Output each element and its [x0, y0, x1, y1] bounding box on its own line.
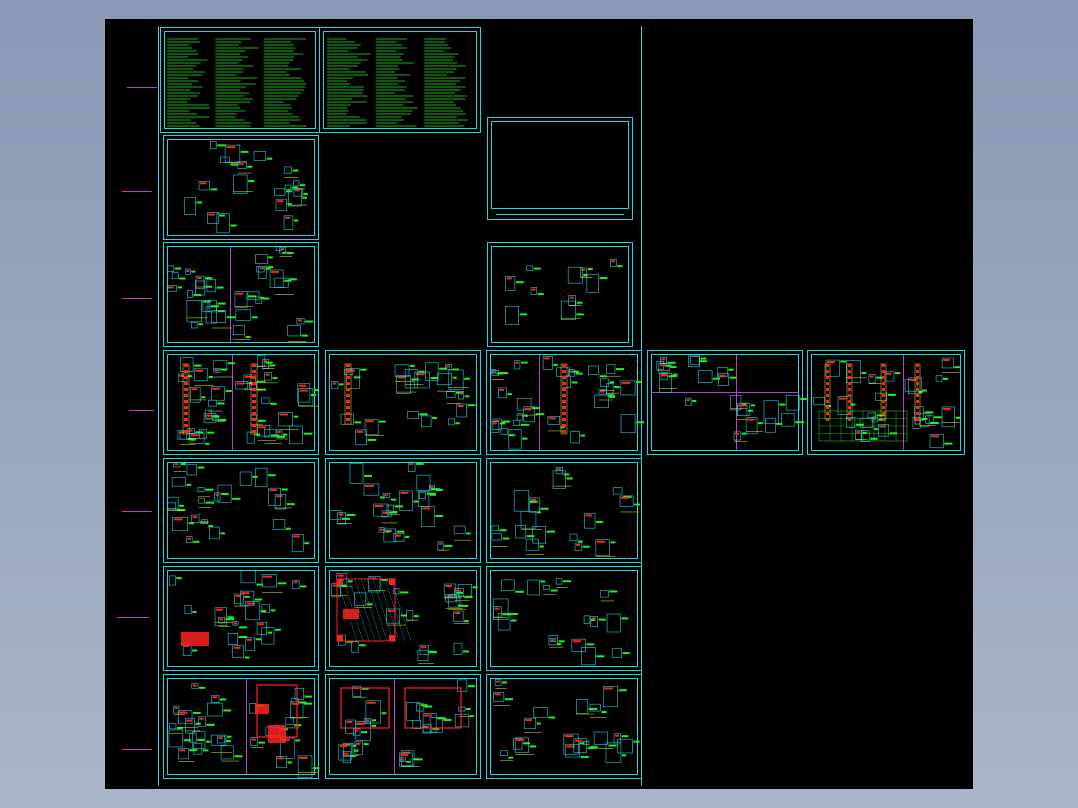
row-label-6: [117, 617, 149, 618]
row-label-5: [122, 511, 152, 512]
sheet-stair-details[interactable]: [486, 566, 642, 671]
sheet-beam-details[interactable]: [487, 242, 633, 347]
sheet-wall-details-2[interactable]: [325, 674, 481, 779]
sheet-general-notes-2[interactable]: [319, 27, 481, 133]
row-label-1: [127, 87, 157, 88]
row-label-7: [122, 749, 152, 750]
row-label-2: [122, 191, 152, 192]
left-guide-line: [158, 26, 159, 786]
sheet-slab-details-2[interactable]: [325, 566, 481, 671]
cad-drawing-viewport[interactable]: [105, 19, 973, 789]
row-label-3: [122, 298, 152, 299]
sheet-wall-details-3[interactable]: [486, 674, 642, 779]
sheet-foundation-details[interactable]: [163, 242, 319, 347]
row-label-4: [129, 410, 154, 411]
sheet-beam-details-1[interactable]: [163, 458, 319, 563]
sheet-column-details-4[interactable]: [647, 350, 803, 455]
sheet-column-details-3[interactable]: [486, 350, 642, 455]
sheet-column-details-2[interactable]: [325, 350, 481, 455]
sheet-beam-details-3[interactable]: [486, 458, 642, 563]
sheet-beam-details-2[interactable]: [325, 458, 481, 563]
sheet-column-details-5[interactable]: [807, 350, 965, 455]
sheet-wall-details-1[interactable]: [163, 674, 319, 779]
drawing-content: [166, 38, 961, 779]
sheet-column-details-1[interactable]: [163, 350, 319, 455]
sheet-blank-frame[interactable]: [487, 117, 633, 220]
sheet-detail-a[interactable]: [163, 135, 319, 240]
